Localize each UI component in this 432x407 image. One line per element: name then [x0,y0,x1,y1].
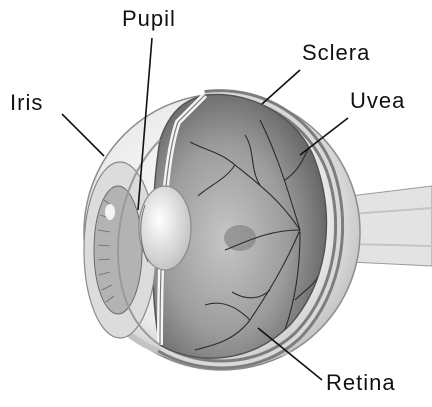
iris-label: Iris [10,92,43,114]
macula [224,225,256,251]
lens [139,186,191,270]
sclera-leader-line [262,70,300,104]
pupil-label: Pupil [122,8,176,30]
uvea-label: Uvea [350,90,405,112]
iris-leader-line [62,114,104,156]
sclera-label: Sclera [302,42,370,64]
retina-label: Retina [326,372,396,394]
optic-nerve [350,186,432,266]
